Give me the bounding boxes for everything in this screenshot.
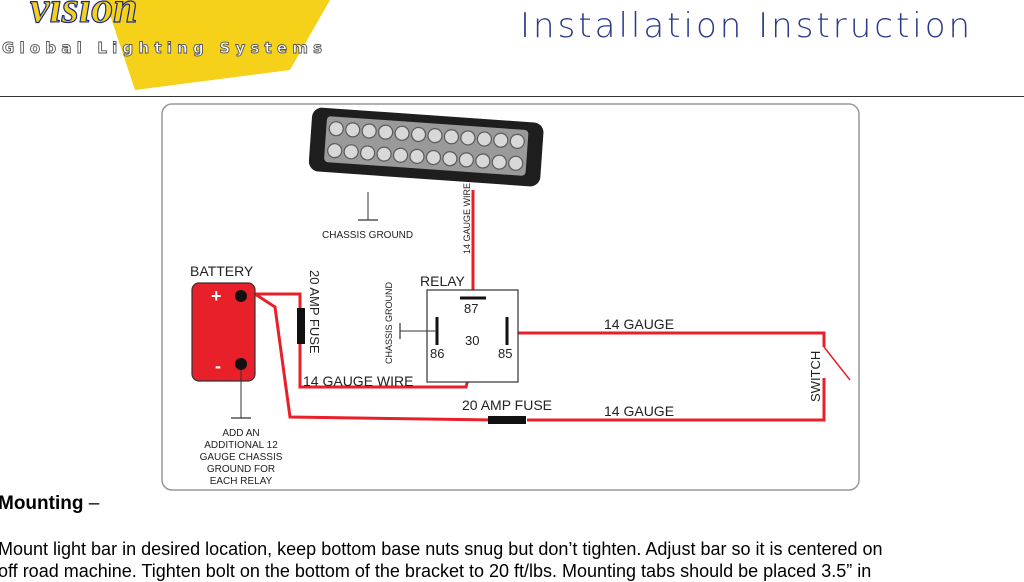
led xyxy=(361,123,377,139)
mounting-paragraph: Mount light bar in desired location, kee… xyxy=(0,538,1024,582)
battery-negative-terminal xyxy=(235,358,247,370)
battery-positive-terminal xyxy=(235,290,247,302)
led xyxy=(394,125,410,141)
led xyxy=(442,151,458,167)
led xyxy=(409,148,425,165)
led-array xyxy=(327,121,525,171)
led xyxy=(425,149,442,166)
battery-minus: - xyxy=(215,356,221,376)
relay-chassis-ground-label: CHASSIS GROUND xyxy=(384,281,394,364)
svg-text:GROUND FOR: GROUND FOR xyxy=(207,464,275,475)
relay-label: RELAY xyxy=(420,273,466,289)
logo-swoosh xyxy=(105,0,330,90)
pin-85-label: 85 xyxy=(498,346,512,361)
led xyxy=(345,122,361,138)
pin-86-label: 86 xyxy=(430,346,444,361)
battery xyxy=(191,282,256,382)
wire-14-gauge-vertical-label: 14 GAUGE WIRE xyxy=(462,183,472,254)
battery-plus: + xyxy=(211,286,222,306)
wiring-diagram: CHASSIS GROUND + - BATTERY ADD AN ADDITI… xyxy=(161,103,860,491)
light-bar xyxy=(308,107,544,187)
led xyxy=(427,128,443,144)
mounting-heading: Mounting – xyxy=(0,493,99,515)
ground-note: ADD AN ADDITIONAL 12 GAUGE CHASSIS GROUN… xyxy=(200,428,283,487)
battery-label: BATTERY xyxy=(190,263,254,279)
logo-text: vision xyxy=(30,0,138,32)
led xyxy=(493,132,509,148)
wire-lower-switch xyxy=(527,378,826,422)
led xyxy=(343,144,359,160)
svg-text:EACH RELAY: EACH RELAY xyxy=(210,476,273,487)
mounting-heading-dash: – xyxy=(83,493,100,514)
page-title: Installation Instruction xyxy=(520,6,974,46)
led xyxy=(509,133,525,149)
pin-87-label: 87 xyxy=(464,301,478,316)
led xyxy=(410,126,427,143)
relay-box xyxy=(426,289,519,383)
fuse-upper xyxy=(297,308,305,344)
led xyxy=(378,124,394,140)
mounting-line: Mount light bar in desired location, kee… xyxy=(0,539,883,559)
svg-text:GAUGE CHASSIS: GAUGE CHASSIS xyxy=(200,452,283,463)
fuse-lower xyxy=(488,416,526,424)
led xyxy=(328,121,344,137)
fuse-20-amp-vertical-label: 20 AMP FUSE xyxy=(307,270,322,354)
led xyxy=(327,143,343,159)
led xyxy=(460,130,476,146)
led xyxy=(491,154,507,170)
wire-85-switch xyxy=(512,331,826,347)
wire-14-gauge-label: 14 GAUGE WIRE xyxy=(303,373,413,389)
led xyxy=(458,152,474,168)
vision-logo: vision Global Lighting Systems xyxy=(2,0,330,90)
gauge-14-bottom-label: 14 GAUGE xyxy=(604,403,674,419)
chassis-ground-label: CHASSIS GROUND xyxy=(322,230,413,241)
led xyxy=(360,145,376,161)
gauge-14-top-label: 14 GAUGE xyxy=(604,316,674,332)
fuse-20-amp-label: 20 AMP FUSE xyxy=(462,397,552,413)
led xyxy=(392,147,409,163)
switch-label: SWITCH xyxy=(808,351,823,402)
svg-text:ADDITIONAL 12: ADDITIONAL 12 xyxy=(204,440,278,451)
mounting-heading-text: Mounting xyxy=(0,493,84,514)
led xyxy=(475,153,491,169)
led xyxy=(376,146,392,162)
led xyxy=(443,129,460,145)
led xyxy=(476,131,492,147)
pin-30-label: 30 xyxy=(465,333,479,348)
wire-battery-lower xyxy=(254,292,496,422)
mounting-line: off road machine. Tighten bolt on the bo… xyxy=(0,561,872,581)
header-divider xyxy=(0,96,1024,97)
switch-lever xyxy=(823,346,851,381)
svg-text:ADD AN: ADD AN xyxy=(222,428,259,439)
led xyxy=(508,155,524,171)
